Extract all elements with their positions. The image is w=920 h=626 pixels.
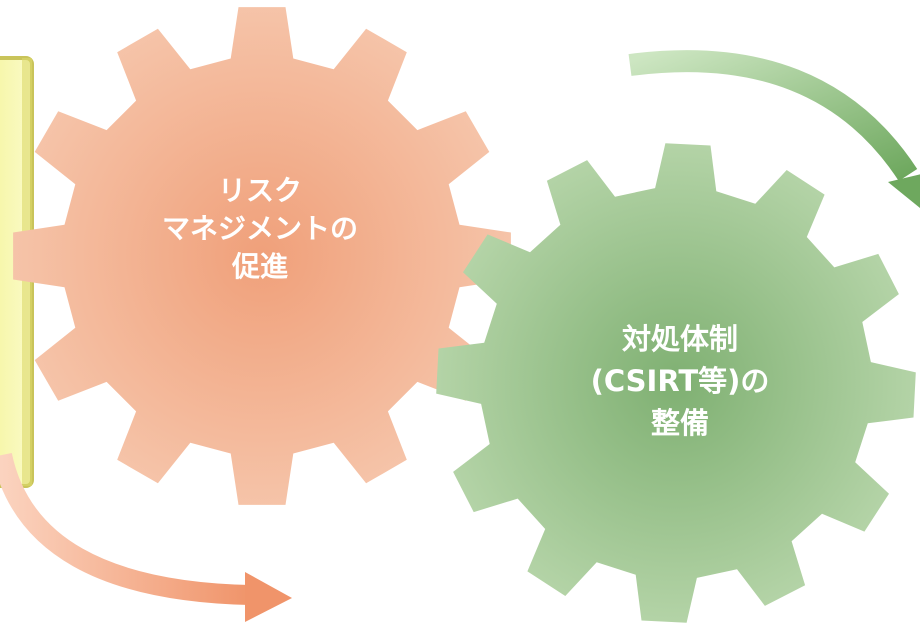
green-curved-arrow bbox=[628, 50, 920, 208]
gear-risk-management bbox=[13, 7, 511, 505]
gear-response-structure bbox=[436, 143, 916, 623]
gear-label-line: 促進 bbox=[231, 250, 288, 283]
gear-label-risk-management: リスク マネジメントの 促進 bbox=[150, 172, 370, 286]
gear-label-line: (CSIRT等)の bbox=[590, 364, 770, 398]
orange-curved-arrow bbox=[0, 452, 292, 622]
gear-shape bbox=[13, 7, 511, 505]
gear-shape bbox=[436, 143, 916, 623]
gear-label-line: 整備 bbox=[650, 406, 709, 440]
gear-label-response-structure: 対処体制 (CSIRT等)の 整備 bbox=[560, 318, 800, 444]
gear-label-line: 対処体制 bbox=[621, 322, 738, 356]
gear-label-line: マネジメントの bbox=[161, 212, 358, 245]
gear-label-line: リスク bbox=[217, 174, 302, 207]
